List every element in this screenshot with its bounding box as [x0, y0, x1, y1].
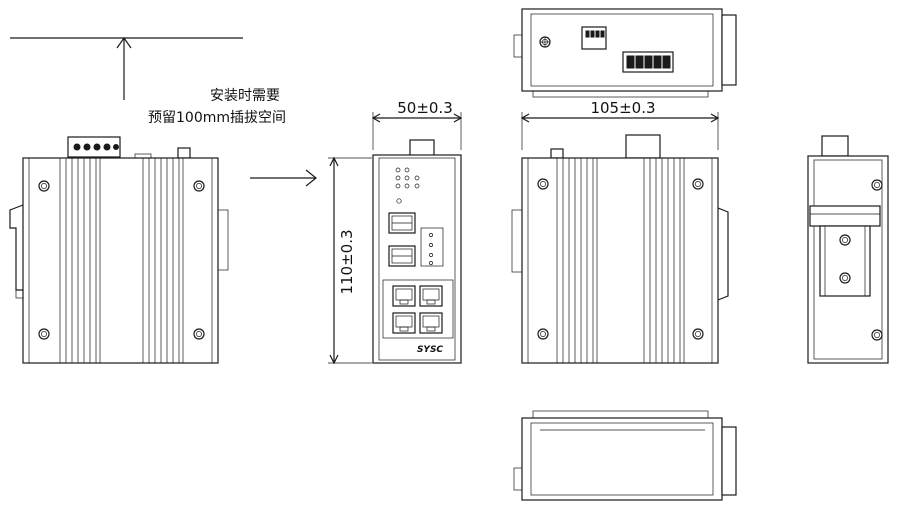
height-label: 110±0.3 — [338, 229, 356, 294]
top-view: 105±0.3 — [513, 8, 737, 150]
clearance-arrow-head — [116, 36, 132, 49]
power-terminal-block — [622, 51, 674, 73]
side-width-label: 105±0.3 — [590, 99, 655, 117]
reset-hole — [396, 198, 402, 204]
din-rail-clip — [809, 205, 881, 297]
terminal-block — [67, 136, 121, 158]
right-side-view — [511, 134, 729, 364]
clearance-annotation: 安装时需要 预留100mm插拔空间 — [10, 36, 317, 187]
install-note-line2: 预留100mm插拔空间 — [148, 110, 286, 126]
height-dimension: 110±0.3 — [328, 156, 372, 365]
front-width-dimension: 50±0.3 — [371, 99, 463, 150]
install-note-line1: 安装时需要 — [210, 88, 280, 104]
view-arrow-head — [305, 169, 317, 187]
left-side-view — [9, 136, 229, 364]
rj45-port-3 — [392, 312, 416, 334]
brand-logo: SYSC — [417, 345, 443, 355]
sfp-port-2 — [388, 245, 416, 267]
bottom-body — [521, 417, 723, 501]
heatsink-fins-left — [59, 157, 184, 364]
rj45-port-4 — [419, 312, 443, 334]
bottom-view — [513, 410, 737, 501]
heatsink-fins-right — [556, 157, 685, 364]
front-body — [372, 154, 462, 364]
status-leds — [395, 167, 420, 189]
side-width-dimension: 105±0.3 — [520, 99, 720, 150]
top-body — [521, 8, 723, 92]
rj45-port-2 — [419, 285, 443, 307]
rear-view — [807, 135, 889, 364]
dip-switch — [581, 26, 607, 50]
rj45-port-1 — [392, 285, 416, 307]
sfp-port-1 — [388, 212, 416, 234]
right-body — [521, 157, 719, 364]
front-view: 50±0.3 110±0.3 — [328, 99, 463, 365]
left-body — [22, 157, 219, 364]
front-width-label: 50±0.3 — [397, 99, 453, 117]
